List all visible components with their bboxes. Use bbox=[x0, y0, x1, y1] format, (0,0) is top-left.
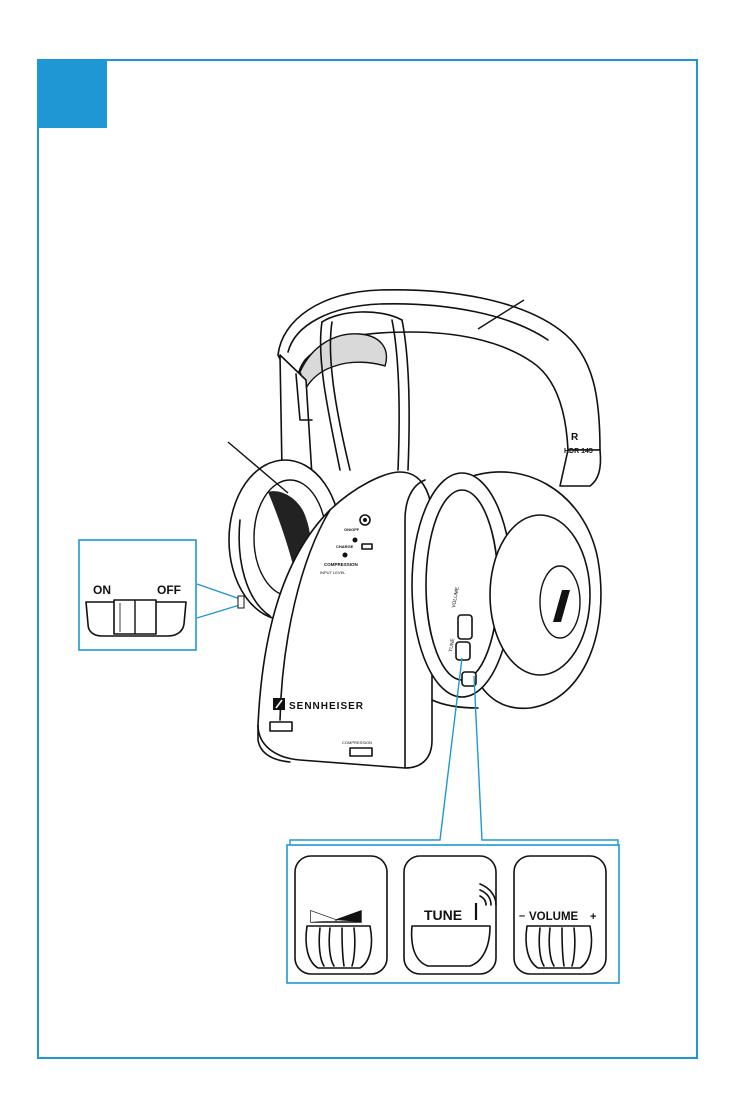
brand-name: SENNHEISER bbox=[289, 701, 364, 712]
switch-callout-top bbox=[197, 584, 243, 600]
right-earcup: VOLUME TUNE bbox=[412, 472, 601, 708]
volume-minus: – bbox=[519, 910, 525, 922]
tune-button[interactable] bbox=[412, 926, 490, 966]
switch-off-label: OFF bbox=[157, 583, 181, 597]
charge-indicator-label: CHARGE bbox=[336, 544, 354, 549]
switch-callout-bottom bbox=[197, 604, 243, 618]
input-level-label: INPUT LEVEL bbox=[320, 570, 346, 575]
switch-detail: ON OFF bbox=[79, 540, 196, 650]
side-letter: R bbox=[571, 432, 579, 443]
volume-plus: + bbox=[590, 911, 596, 923]
on-indicator-label: ON/OFF bbox=[344, 527, 360, 532]
switch-on-label: ON bbox=[93, 583, 111, 597]
controls-detail: TUNE – VOLUME + bbox=[287, 845, 619, 983]
panel-volume: – VOLUME + bbox=[514, 856, 606, 974]
stand-wire-right bbox=[392, 320, 399, 470]
tune-label: TUNE bbox=[424, 907, 462, 923]
panel-balance bbox=[295, 856, 387, 974]
earcup-volume-wheel[interactable] bbox=[458, 615, 472, 639]
compression-label: COMPRESSION bbox=[324, 562, 358, 567]
volume-wheel[interactable] bbox=[526, 926, 592, 968]
base-compression-label: COMPRESSION bbox=[342, 740, 372, 745]
volume-label: VOLUME bbox=[529, 911, 579, 923]
sennheiser-logo-icon bbox=[273, 698, 285, 710]
model-number: HDR 145 bbox=[564, 448, 593, 455]
balance-wheel[interactable] bbox=[306, 926, 372, 968]
panel-tune: TUNE bbox=[404, 856, 496, 974]
earcup-tune-button[interactable] bbox=[456, 642, 470, 660]
